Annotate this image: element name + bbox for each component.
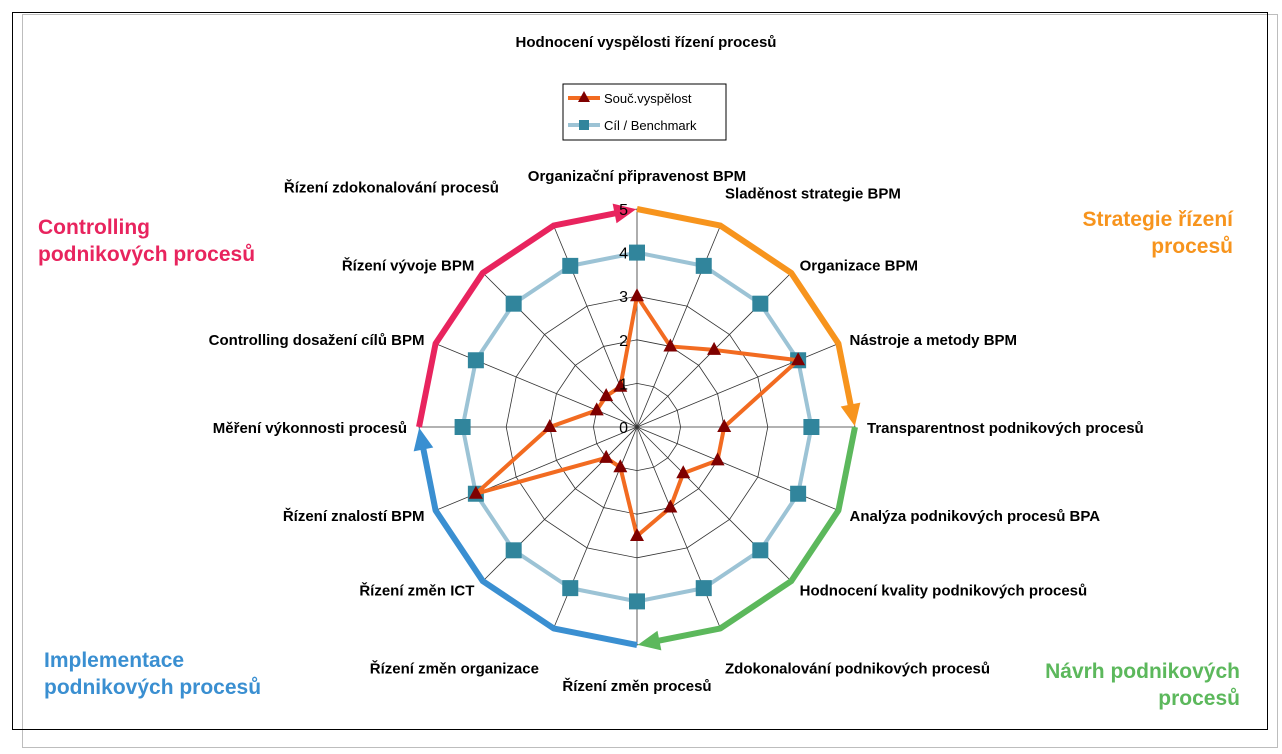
legend: Souč.vyspělost Cíl / Benchmark (562, 83, 727, 141)
maturity-point (663, 338, 678, 352)
maturity-point (613, 459, 628, 473)
series-layer (454, 244, 820, 610)
maturity-point (710, 452, 725, 466)
category-label: Řízení změn organizace (370, 659, 539, 677)
benchmark-point (467, 352, 484, 369)
group-arc-3 (419, 443, 638, 648)
benchmark-point (695, 257, 712, 274)
group-label-4-line-1: Controlling (38, 216, 150, 239)
category-label: Transparentnost podnikových procesů (867, 420, 1144, 437)
tick-label-1: 1 (619, 376, 628, 393)
category-label: Analýza podnikových procesů BPA (849, 508, 1100, 525)
group-arc-4 (416, 209, 621, 428)
benchmark-point (505, 295, 522, 312)
category-label: Řízení vývoje BPM (342, 256, 475, 274)
maturity-point (542, 419, 557, 432)
category-label: Organizační připravenost BPM (528, 168, 746, 185)
maturity-point (630, 288, 644, 302)
benchmark-point (629, 593, 645, 610)
category-label: Zdokonalování podnikových procesů (725, 660, 990, 677)
chart-title: Hodnocení vyspělosti řízení procesů (516, 34, 777, 51)
category-label: Řízení zdokonalování procesů (284, 179, 499, 197)
category-label: Organizace BPM (800, 257, 918, 274)
group-label-1-line-1: Strategie řízení (1082, 208, 1234, 231)
chart-frame (12, 12, 1268, 730)
maturity-point (707, 341, 722, 355)
tick-labels: 0 1 2 3 4 5 (619, 202, 628, 437)
group-label-2-line-1: Návrh podnikových (1045, 660, 1240, 683)
benchmark-point (695, 580, 712, 597)
group-arc-2 (653, 426, 858, 645)
legend-box (562, 83, 727, 141)
group-label-4-line-2: podnikových procesů (38, 243, 255, 266)
benchmark-point (454, 419, 471, 435)
group-arrow-head-4 (612, 203, 637, 224)
benchmark-point (752, 542, 769, 559)
legend-label-series-2: Cíl / Benchmark (604, 118, 697, 133)
maturity-point (599, 449, 614, 463)
group-arcs (413, 203, 861, 651)
group-label-3-line-1: Implementace (44, 649, 184, 672)
group-label-3-line-2: podnikových procesů (44, 676, 261, 699)
benchmark-point (752, 295, 769, 312)
tick-label-4: 4 (619, 246, 628, 263)
tick-label-5: 5 (619, 202, 628, 219)
tick-label-3: 3 (619, 289, 628, 306)
group-label-1-line-2: procesů (1151, 235, 1233, 258)
benchmark-point (562, 580, 579, 597)
maturity-point (663, 499, 678, 513)
legend-label-series-1: Souč.vyspělost (604, 91, 692, 106)
maturity-point (599, 388, 614, 402)
category-label: Řízení změn ICT (359, 582, 474, 600)
benchmark-point (505, 542, 522, 559)
legend-marker-square (579, 120, 589, 130)
category-label: Řízení znalostí BPM (283, 507, 425, 525)
category-label: Controlling dosažení cílů BPM (209, 332, 425, 349)
category-label: Nástroje a metody BPM (849, 332, 1017, 349)
maturity-point (589, 402, 604, 416)
benchmark-point (790, 485, 807, 502)
category-label: Sladěnost strategie BPM (725, 186, 901, 203)
group-arc-1 (636, 206, 855, 411)
group-arrow-head-3 (413, 427, 434, 452)
group-label-2-line-2: procesů (1158, 687, 1240, 710)
category-label: Řízení změn procesů (562, 677, 711, 695)
benchmark-point (629, 244, 645, 261)
maturity-point (717, 419, 732, 432)
tick-label-0: 0 (619, 420, 628, 437)
group-arrow-head-1 (840, 402, 861, 427)
category-label: Měření výkonnosti procesů (213, 420, 407, 437)
maturity-point (468, 485, 483, 499)
maturity-point (613, 378, 628, 392)
maturity-point (630, 528, 644, 541)
legend-marker-triangle (578, 91, 590, 102)
benchmark-point (803, 419, 820, 435)
outer-frame (22, 14, 1278, 748)
category-label: Hodnocení kvality podnikových procesů (800, 583, 1088, 600)
group-arrow-head-2 (637, 630, 662, 651)
tick-label-2: 2 (619, 333, 628, 350)
maturity-point (791, 352, 806, 366)
benchmark-point (562, 257, 579, 274)
maturity-point (676, 465, 691, 479)
